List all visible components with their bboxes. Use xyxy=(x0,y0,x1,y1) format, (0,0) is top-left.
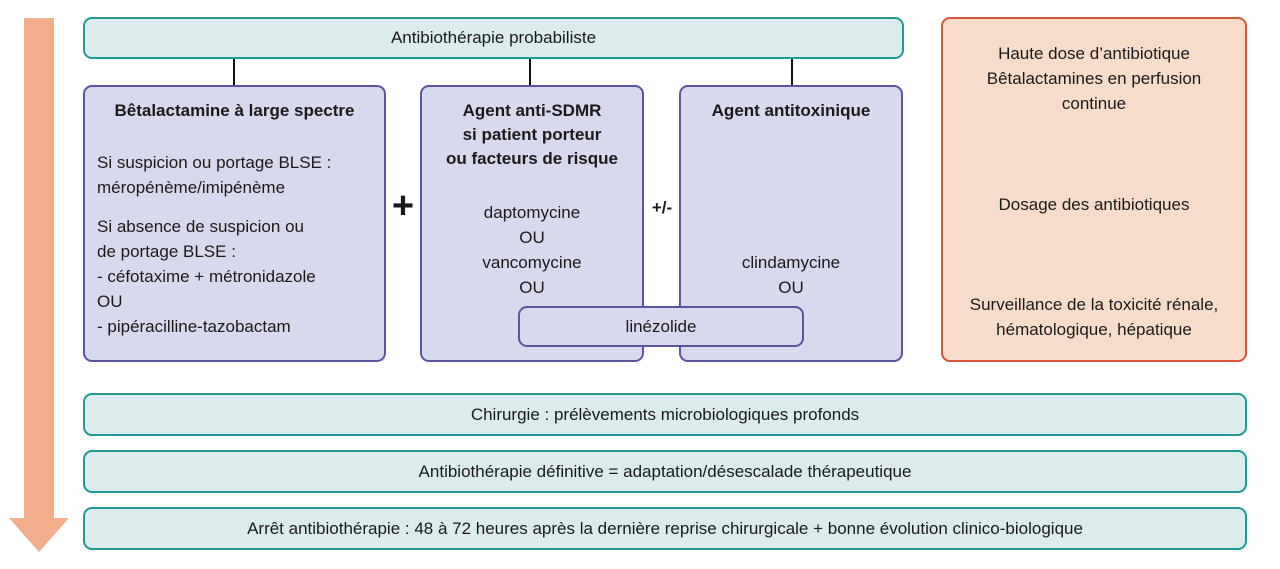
plus-minus-operator: +/- xyxy=(651,198,673,217)
drug-dosage-text: Dosage des antibiotiques xyxy=(943,192,1245,217)
col2-line: OU xyxy=(519,228,545,247)
col2-line: OU xyxy=(519,278,545,297)
col3-line: clindamycine xyxy=(741,253,841,272)
side-line: continue xyxy=(1061,94,1127,113)
high-dose-text: Haute dose d’antibiotique Bêtalactamines… xyxy=(943,41,1245,116)
surgery-step-box: Chirurgie : prélèvements microbiologique… xyxy=(83,393,1247,436)
col2-title-line: Agent anti-SDMR xyxy=(462,101,602,120)
col1-line: de portage BLSE : xyxy=(97,242,236,261)
connector-col2 xyxy=(529,59,531,85)
definitive-antibiotherapy-label: Antibiothérapie définitive = adaptation/… xyxy=(418,461,912,481)
dosing-monitoring-box: Haute dose d’antibiotique Bêtalactamines… xyxy=(941,17,1247,362)
col1-line: Si suspicion ou portage BLSE : xyxy=(97,153,332,172)
linezolide-box: linézolide xyxy=(518,306,804,347)
side-line: Haute dose d’antibiotique xyxy=(998,44,1190,63)
col3-line: OU xyxy=(778,278,804,297)
col2-text: daptomycine OU vancomycine OU xyxy=(422,200,642,300)
side-line: Bêtalactamines en perfusion xyxy=(986,69,1202,88)
col1-line: - pipéracilline-tazobactam xyxy=(97,317,291,336)
col1-spacer xyxy=(97,200,331,214)
side-line: Surveillance de la toxicité rénale, xyxy=(969,295,1219,314)
timeline-arrow-head-icon xyxy=(9,518,69,552)
col1-line: Si absence de suspicion ou xyxy=(97,217,304,236)
surgery-step-label: Chirurgie : prélèvements microbiologique… xyxy=(470,404,860,424)
linezolide-label: linézolide xyxy=(625,316,697,336)
col1-line: méropénème/imipénème xyxy=(97,178,286,197)
definitive-antibiotherapy-box: Antibiothérapie définitive = adaptation/… xyxy=(83,450,1247,493)
col3-text: clindamycine OU xyxy=(681,250,901,300)
col2-title-line: ou facteurs de risque xyxy=(446,149,618,168)
probabilistic-antibiotherapy-label: Antibiothérapie probabiliste xyxy=(390,28,597,47)
toxicity-monitoring-text: Surveillance de la toxicité rénale, héma… xyxy=(943,292,1245,342)
side-line: hématologique, hépatique xyxy=(996,320,1192,339)
col1-text: Si suspicion ou portage BLSE : méropénèm… xyxy=(97,150,331,339)
broad-spectrum-betalactam-box: Bêtalactamine à large spectre Si suspici… xyxy=(83,85,386,362)
col2-title: Agent anti-SDMR si patient porteur ou fa… xyxy=(422,99,642,171)
timeline-arrow-shaft xyxy=(24,18,54,520)
col1-line: OU xyxy=(97,292,123,311)
col3-title: Agent antitoxinique xyxy=(711,101,871,120)
stop-antibiotherapy-label: Arrêt antibiothérapie : 48 à 72 heures a… xyxy=(247,518,1083,538)
probabilistic-antibiotherapy-box: Antibiothérapie probabiliste xyxy=(83,17,904,59)
col2-line: daptomycine xyxy=(483,203,581,222)
connector-col1 xyxy=(233,59,235,85)
stop-antibiotherapy-box: Arrêt antibiothérapie : 48 à 72 heures a… xyxy=(83,507,1247,550)
col2-line: vancomycine xyxy=(482,253,582,272)
col1-line: - céfotaxime + métronidazole xyxy=(97,267,316,286)
connector-col3 xyxy=(791,59,793,85)
side-line: Dosage des antibiotiques xyxy=(998,195,1190,214)
col2-title-line: si patient porteur xyxy=(462,125,602,144)
plus-operator: + xyxy=(391,185,415,227)
col1-title: Bêtalactamine à large spectre xyxy=(114,101,355,120)
